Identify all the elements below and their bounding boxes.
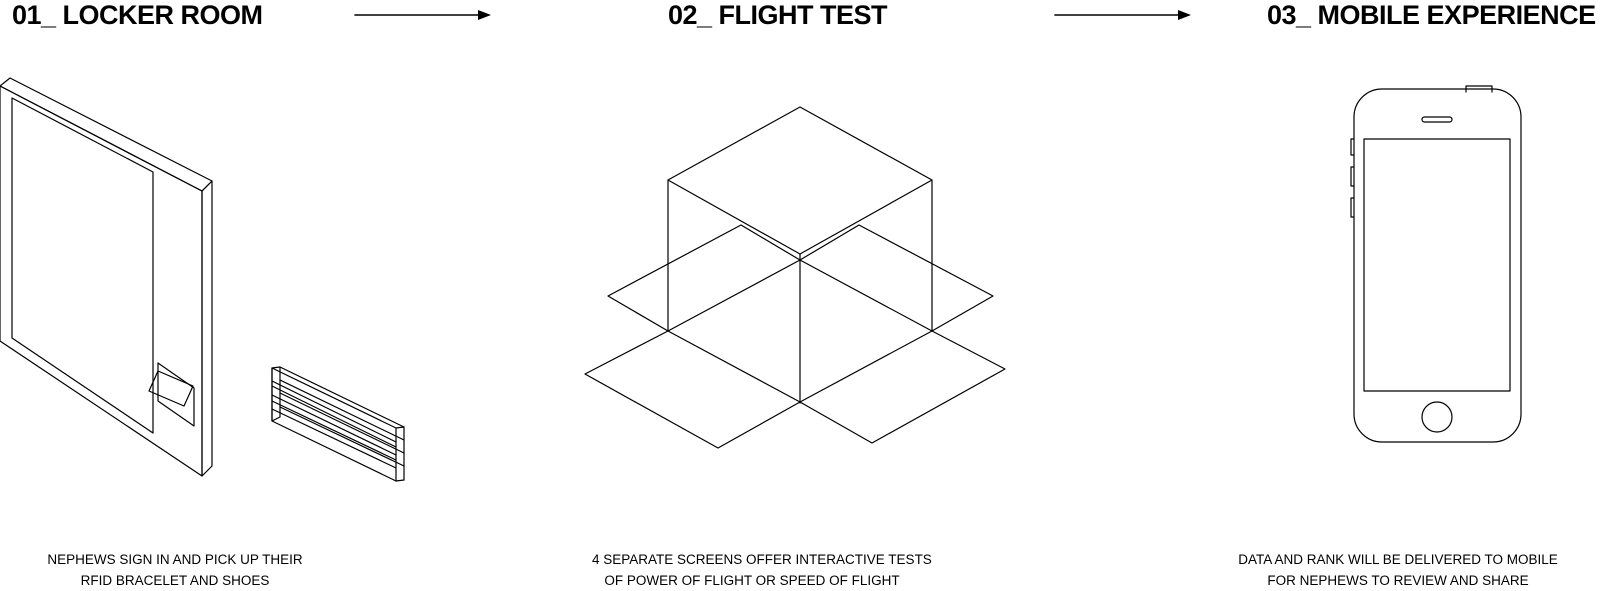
step-2-caption: 4 SEPARATE SCREENS OFFER INTERACTIVE TES… (592, 549, 932, 591)
step-3-caption: DATA AND RANK WILL BE DELIVERED TO MOBIL… (1238, 549, 1558, 591)
step-1-title: 01_ LOCKER ROOM (12, 0, 263, 30)
step-2-caption-line1: 4 SEPARATE SCREENS OFFER INTERACTIVE TES… (592, 552, 932, 567)
step-3-title: 03_ MOBILE EXPERIENCE (1267, 0, 1596, 30)
step-3-caption-line2: FOR NEPHEWS TO REVIEW AND SHARE (1267, 573, 1529, 588)
step-2-caption-line2: OF POWER OF FLIGHT OR SPEED OF FLIGHT (604, 573, 900, 588)
bench-icon (272, 367, 404, 481)
step-1-caption: NEPHEWS SIGN IN AND PICK UP THEIR RFID B… (40, 549, 310, 591)
step-3-caption-line1: DATA AND RANK WILL BE DELIVERED TO MOBIL… (1238, 552, 1558, 567)
arrow-right-icon (1055, 10, 1191, 20)
step-1-caption-line2: RFID BRACELET AND SHOES (80, 573, 270, 588)
flight-test-cube-icon (585, 107, 1005, 448)
step-1-caption-line1: NEPHEWS SIGN IN AND PICK UP THEIR (47, 552, 303, 567)
locker-wall-icon (0, 78, 212, 476)
smartphone-icon (1351, 86, 1521, 442)
step-2-title: 02_ FLIGHT TEST (668, 0, 888, 30)
arrow-right-icon (355, 10, 491, 20)
